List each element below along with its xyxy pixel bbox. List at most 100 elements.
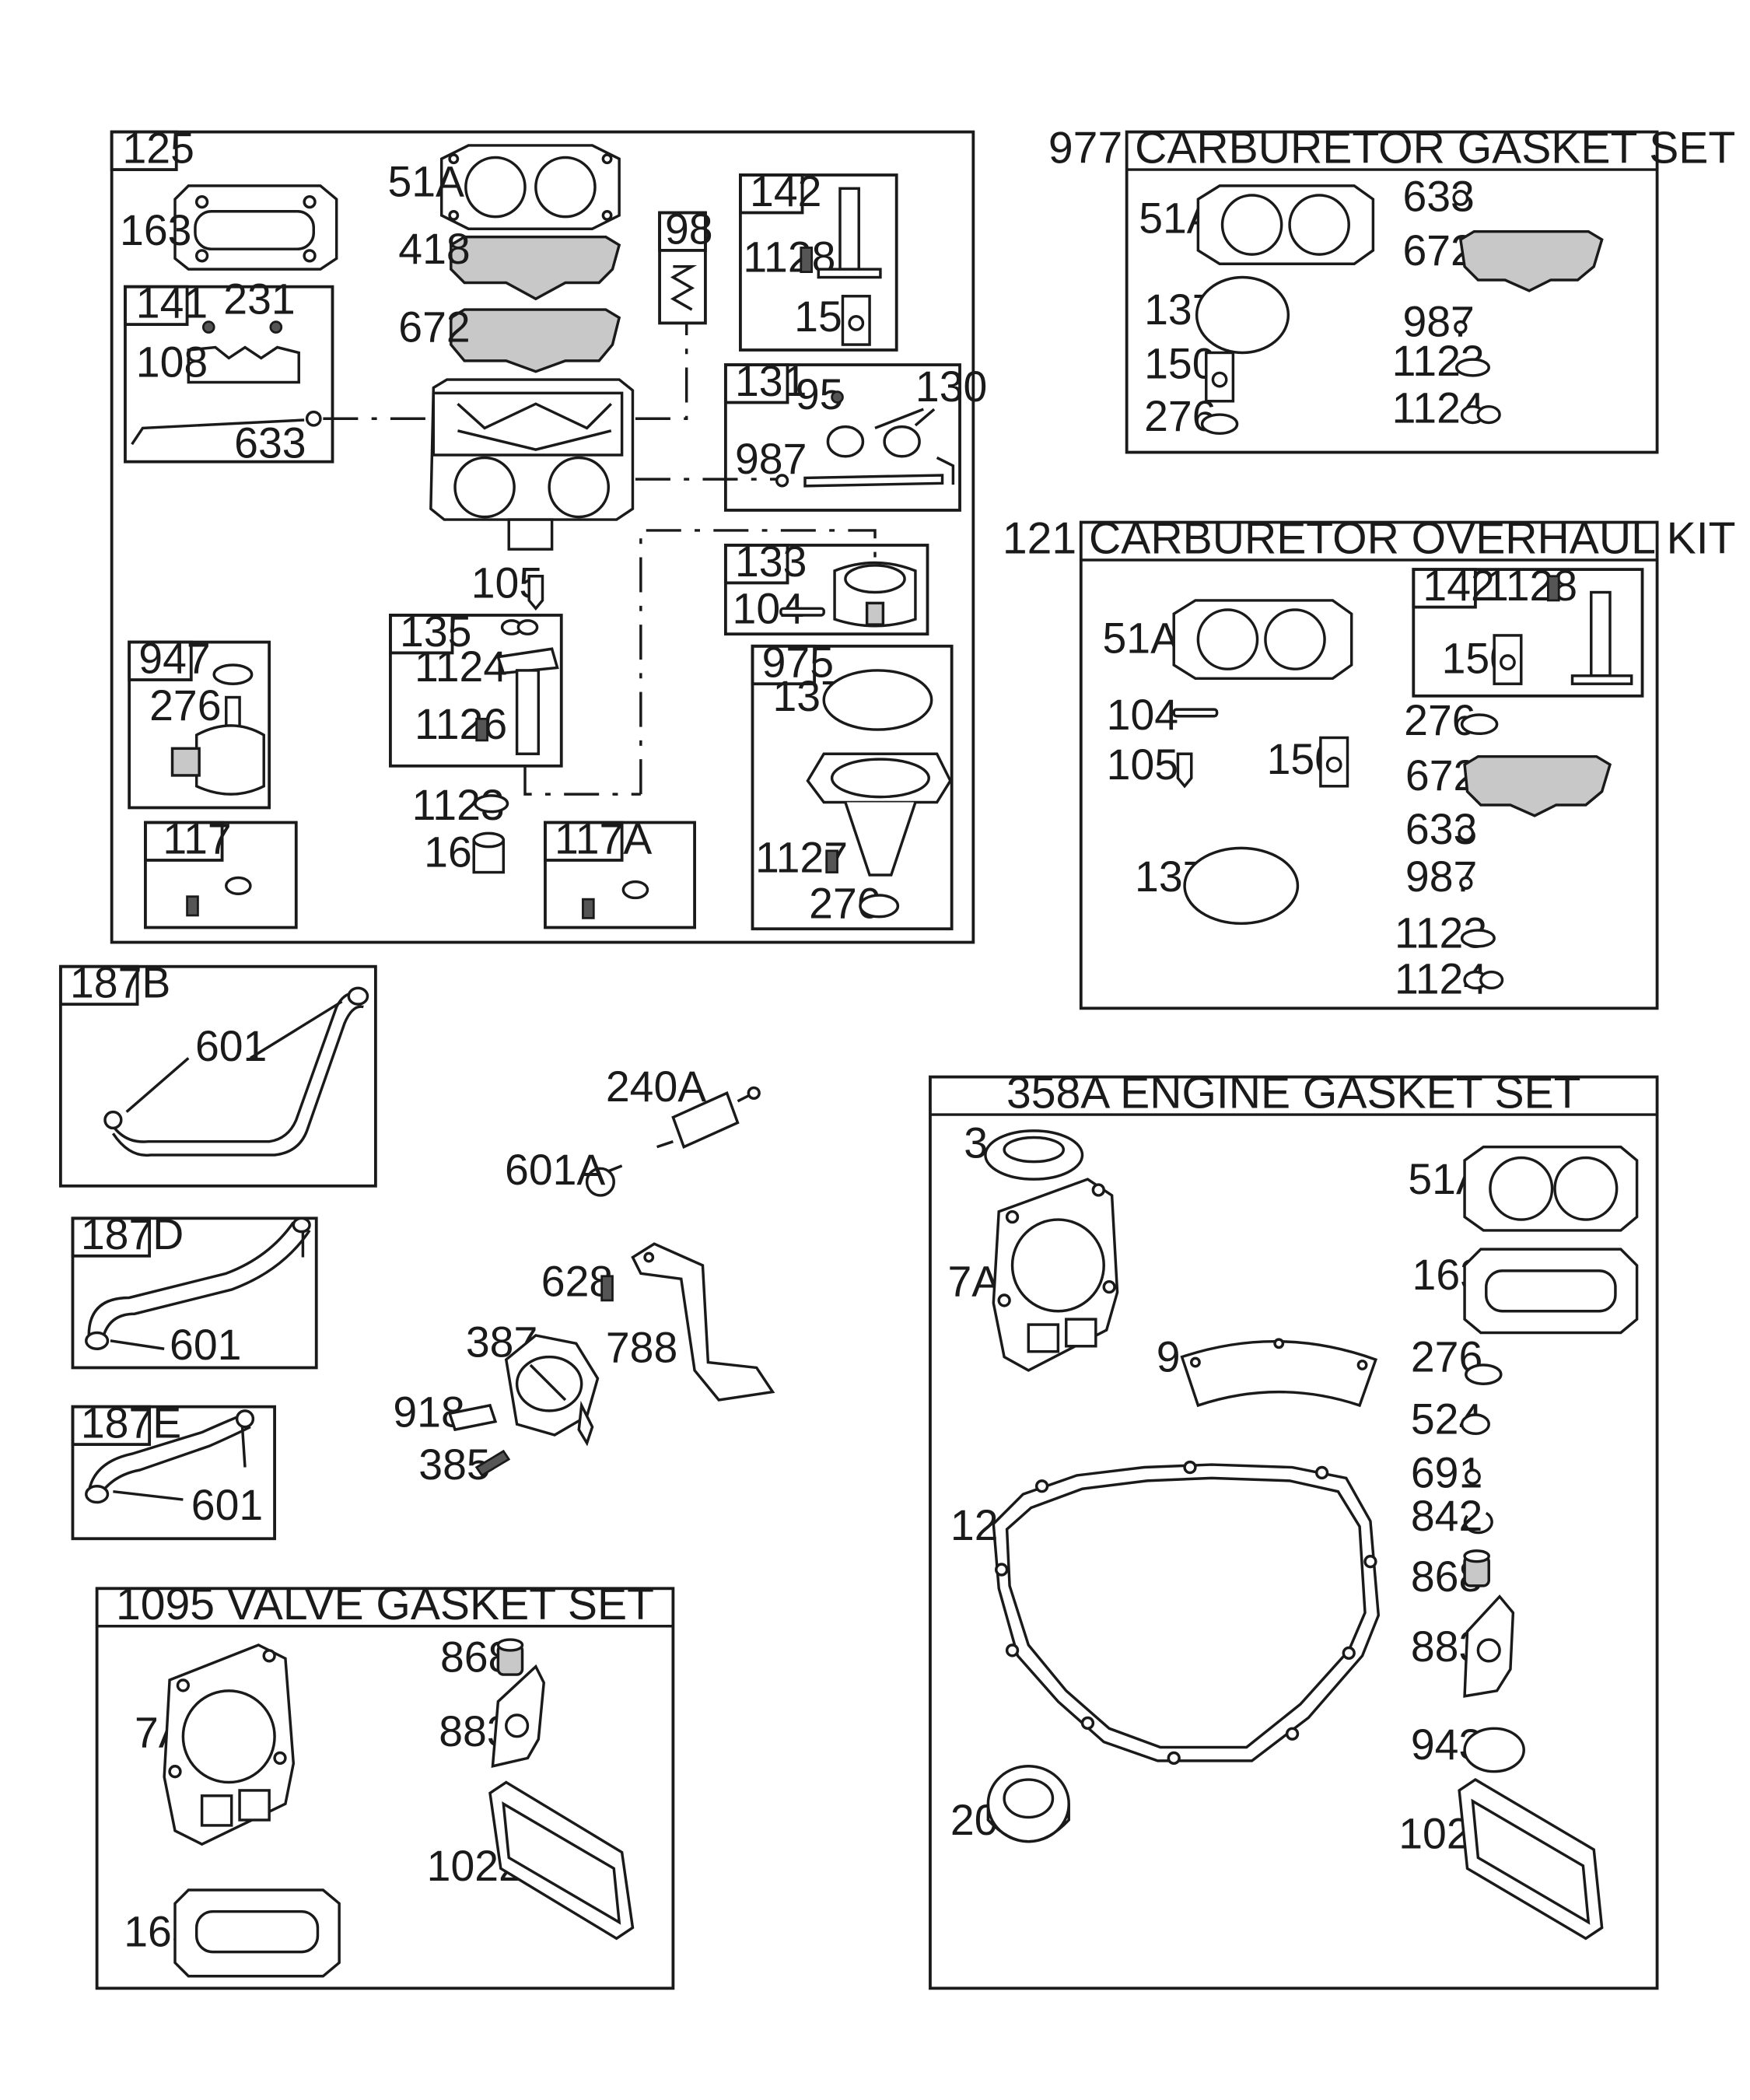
seal-987-icon [775, 474, 789, 488]
engine-gasket-set-358a: 358A ENGINE GASKET SET 3 51A 7A 163 9 [929, 1068, 1659, 1990]
fuel-line-187d: 187D 601 [71, 1210, 318, 1370]
callout-108: 108 [136, 338, 208, 387]
o-ring-121-137-icon [1183, 846, 1300, 926]
gasket-358a-163-icon [1463, 1248, 1639, 1335]
callout-788: 788 [606, 1324, 677, 1372]
screw-385-icon [474, 1449, 511, 1477]
needle-105-icon [527, 575, 544, 611]
solenoid-947-icon [170, 695, 265, 796]
fuel-filter-240a-icon [656, 1086, 761, 1149]
callout-231: 231 [223, 275, 295, 323]
group-label-187d: 187D [81, 1210, 184, 1258]
group-label-98: 98 [665, 205, 713, 253]
bracket-788-icon [631, 1242, 775, 1402]
callout-633: 633 [234, 418, 306, 467]
bowl-nut-160-icon [472, 831, 506, 874]
callout-187b-601: 601 [195, 1022, 267, 1070]
screw-1126-icon [475, 717, 488, 742]
o-ring-137-icon [822, 669, 933, 731]
screw-117-icon [186, 895, 199, 917]
bracket-121-142-icon [1590, 590, 1612, 677]
fuel-bowl-135-icon [496, 647, 559, 755]
carburetor-overhaul-kit-121: 121 CARBURETOR OVERHAUL KIT 51A 142 1128… [1003, 513, 1736, 1010]
seal-977-276-icon [1200, 413, 1239, 436]
head-gasket-358a-7a-icon [992, 1178, 1119, 1372]
seal-121-987-icon [1459, 876, 1473, 891]
callout-121-105: 105 [1107, 740, 1178, 789]
callout-358a-12: 12 [950, 1501, 999, 1549]
bracket-142-icon [838, 187, 860, 271]
seal-276-icon [212, 663, 254, 685]
carburetor-gasket-set-977: 977 CARBURETOR GASKET SET 51A 633 672 13… [1048, 123, 1735, 454]
valve-seal-358a-868-icon [1463, 1549, 1490, 1587]
washer-633-icon [305, 410, 322, 427]
callout-121-987: 987 [1405, 852, 1477, 901]
throttle-shaft-icon [803, 474, 944, 488]
insulator-418-icon [450, 235, 621, 301]
hose-clamp-601a-icon [585, 1164, 623, 1197]
callout-672: 672 [398, 303, 470, 352]
callout-51a: 51A [387, 158, 464, 206]
group-label-947: 947 [138, 634, 210, 682]
group-label-117: 117 [163, 814, 231, 863]
o-ring-358a-943-icon [1463, 1727, 1525, 1773]
callout-276-a: 276 [149, 681, 221, 730]
callout-121-104: 104 [1107, 691, 1178, 739]
gasket-672-icon [450, 308, 621, 373]
group-label-117a: 117A [555, 814, 652, 863]
kit-title-1095: 1095 VALVE GASKET SET [116, 1580, 654, 1629]
callout-240a: 240A [606, 1062, 706, 1111]
choke-lever-108-icon [187, 345, 300, 384]
group-label-187e: 187E [81, 1398, 181, 1447]
seal-977-987-icon [1454, 320, 1468, 334]
gasket-1095-163-icon [173, 1888, 341, 1978]
gasket-1095-883-icon [491, 1664, 546, 1768]
callout-385: 385 [418, 1440, 490, 1489]
callout-358a-3: 3 [964, 1118, 988, 1167]
group-label-121-142: 142 [1423, 562, 1494, 610]
oil-seal-358a-20-icon [986, 1765, 1070, 1843]
valve-gasket-set-1095: 1095 VALVE GASKET SET 7A 868 883 1022 16… [95, 1580, 675, 1990]
screw-231-icon [201, 320, 215, 334]
washer-1123-icon [474, 794, 509, 814]
seal-121-276-icon [1460, 713, 1499, 735]
hose-187b-icon [106, 992, 359, 1143]
carburetor-group-125: 125 163 51A 418 672 141 231 108 [110, 124, 987, 944]
callout-977-276: 276 [1144, 392, 1216, 440]
washer-121-1123-icon [1460, 929, 1496, 948]
group-label-187b: 187B [70, 959, 170, 1007]
float-icon [833, 561, 917, 628]
washer-977-633-icon [1452, 190, 1469, 206]
washer-121-633-icon [1458, 824, 1475, 842]
callout-187e-601: 601 [191, 1481, 263, 1529]
screw-117a-icon [582, 898, 595, 919]
gasket-1095-1022-icon [488, 1780, 635, 1941]
screw-628-icon [600, 1275, 614, 1302]
callout-1124-a: 1124 [415, 642, 507, 691]
seal-358a-276-icon [1465, 1363, 1503, 1385]
group-label-131: 131 [735, 357, 807, 405]
group-label-141: 141 [136, 278, 208, 327]
callout-121-1128: 1128 [1485, 562, 1577, 610]
pin-121-104-icon [1172, 708, 1219, 718]
kit-title-121: 121 CARBURETOR OVERHAUL KIT [1003, 513, 1736, 563]
washer-977-1123-icon [1454, 358, 1490, 377]
callout-130: 130 [915, 362, 987, 411]
plate-150-icon [841, 295, 871, 346]
screw-121-1128-icon [1547, 575, 1560, 602]
callout-601a: 601A [505, 1146, 605, 1194]
fuel-system-parts: 240A 601A 628 788 387 918 385 [393, 1062, 775, 1489]
throttle-plate-130-icon [826, 425, 865, 458]
oil-seal-358a-3-icon [984, 1129, 1084, 1181]
kit-title-977: 977 CARBURETOR GASKET SET [1048, 123, 1735, 173]
fuel-pump-387-icon [504, 1334, 600, 1447]
callout-418: 418 [398, 225, 470, 273]
spring-98-icon [670, 264, 698, 311]
callout-1126: 1126 [415, 700, 507, 748]
fuel-line-187b: 187B 601 [58, 959, 377, 1188]
callout-187d-601: 601 [170, 1321, 241, 1369]
fuel-bowl-975-icon [806, 752, 952, 877]
group-label-142: 142 [750, 167, 821, 215]
gasket-358a-9-icon [1180, 1338, 1378, 1408]
ring-358a-842-icon [1463, 1511, 1493, 1535]
